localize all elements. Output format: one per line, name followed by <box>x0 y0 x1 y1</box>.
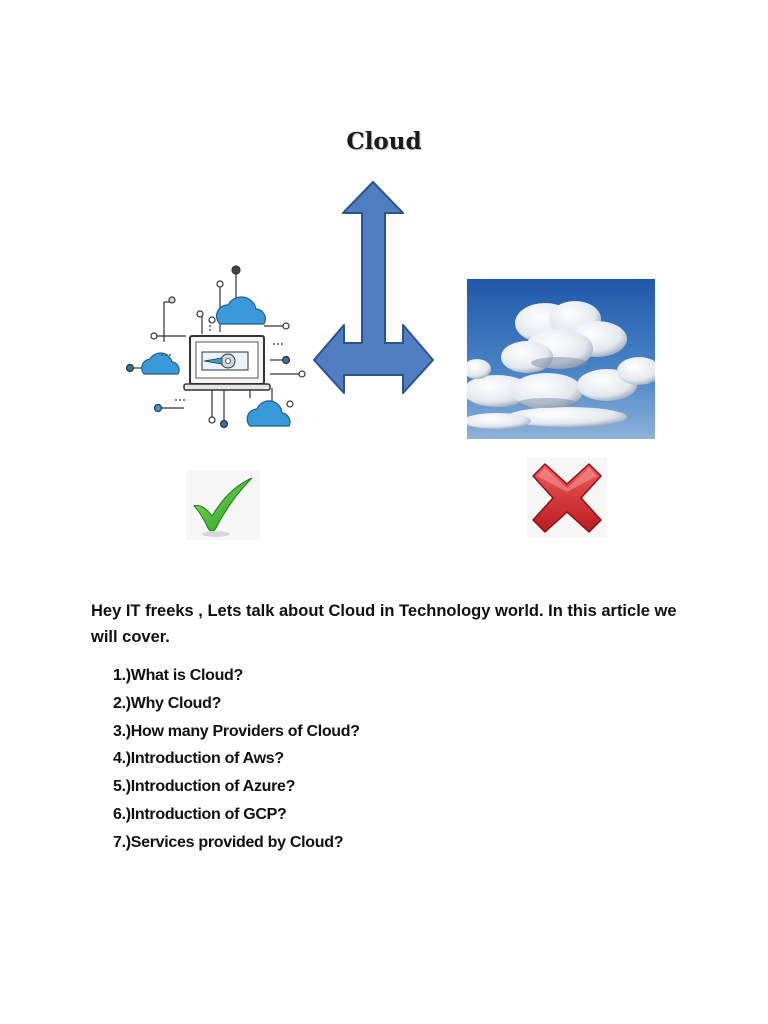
cross-mark-container <box>527 458 607 538</box>
list-item: 3.)How many Providers of Cloud? <box>113 722 360 740</box>
topic-list: 1.)What is Cloud? 2.)Why Cloud? 3.)How m… <box>113 662 360 857</box>
list-item: 7.)Services provided by Cloud? <box>113 833 344 851</box>
list-item: 6.)Introduction of GCP? <box>113 805 287 823</box>
page-title: Cloud <box>346 128 422 155</box>
intro-paragraph: Hey IT freeks , Lets talk about Cloud in… <box>91 602 677 646</box>
list-item: 5.)Introduction of Azure? <box>113 778 296 796</box>
green-checkmark-icon <box>193 477 253 537</box>
sky-clouds-photo <box>467 279 655 439</box>
check-mark-container <box>186 470 260 540</box>
red-cross-icon <box>532 463 602 533</box>
cloud-computing-laptop-icon <box>125 265 306 429</box>
list-item: 1.)What is Cloud? <box>113 667 244 684</box>
list-item: 2.)Why Cloud? <box>113 694 222 712</box>
three-way-arrow-icon <box>313 181 434 394</box>
list-item: 4.)Introduction of Aws? <box>113 750 284 768</box>
